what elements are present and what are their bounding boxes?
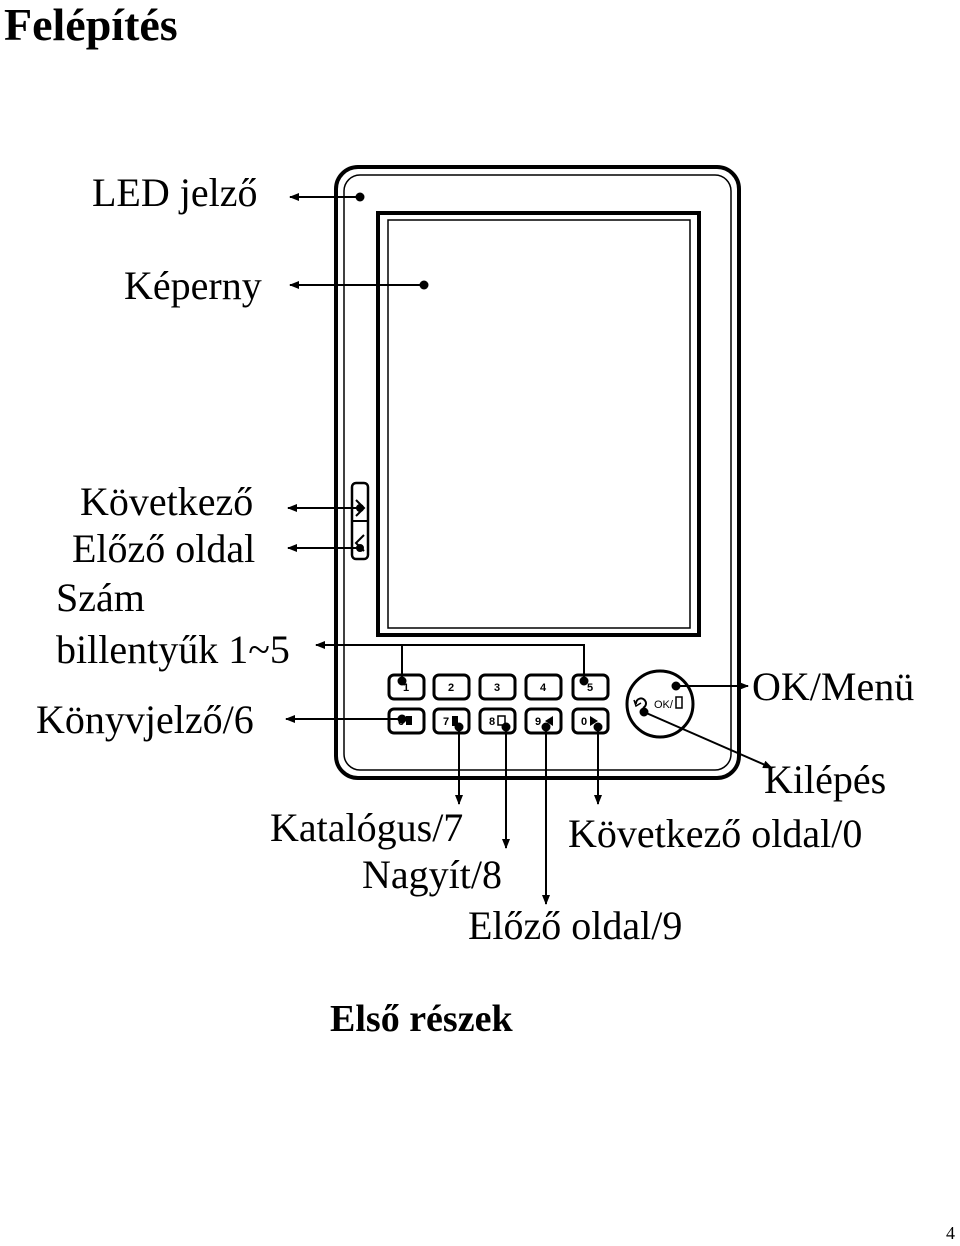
return-arrow-icon — [635, 697, 647, 709]
label-screen: Képerny — [124, 263, 262, 308]
catalog-icon — [452, 716, 458, 726]
key-9[interactable] — [524, 707, 563, 735]
page-number: 4 — [946, 1223, 955, 1243]
menu-icon — [675, 696, 683, 709]
ok-text: OK/ — [654, 699, 674, 711]
next-triangle-icon — [590, 716, 598, 726]
key-7[interactable] — [432, 707, 471, 735]
key-9-label: 9 — [535, 716, 541, 728]
label-led: LED jelző — [92, 170, 258, 215]
label-next: Következő — [80, 479, 254, 524]
keypad-bottom-row: 6 7 8 9 0 — [387, 707, 610, 735]
key-4[interactable] — [524, 673, 563, 701]
device-inner-frame — [343, 174, 732, 771]
label-prev-page: Előző oldal/9 — [468, 903, 683, 948]
bookmark-icon — [406, 716, 412, 725]
label-zoom: Nagyít/8 — [362, 852, 502, 897]
label-ok-menu: OK/Menü — [752, 664, 915, 709]
key-3-label: 3 — [494, 682, 500, 694]
callout-lines — [285, 193, 773, 905]
label-next-page: Következő oldal/0 — [568, 811, 863, 856]
key-4-label: 4 — [540, 682, 547, 694]
key-1-label: 1 — [403, 682, 409, 694]
zoom-icon — [497, 715, 506, 726]
label-bookmark: Könyvjelző/6 — [36, 697, 254, 742]
label-catalog: Katalógus/7 — [270, 805, 464, 850]
label-prev: Előző oldal — [72, 526, 256, 571]
label-exit: Kilépés — [764, 757, 887, 802]
prev-triangle-icon — [545, 716, 553, 726]
key-8-label: 8 — [489, 716, 495, 728]
figure-caption: Első részek — [330, 998, 513, 1040]
key-3[interactable] — [478, 673, 517, 701]
label-num-keys-1: Szám — [56, 575, 145, 620]
key-2-label: 2 — [448, 682, 454, 694]
key-2[interactable] — [432, 673, 471, 701]
label-num-keys-2: billentyűk 1~5 — [56, 627, 290, 672]
key-0-label: 0 — [581, 716, 587, 728]
screen — [376, 211, 701, 637]
keypad-top-row: 1 2 3 4 5 — [387, 673, 610, 701]
page-title: Felépítés — [4, 0, 178, 50]
key-7-label: 7 — [443, 716, 449, 728]
key-5-label: 5 — [587, 682, 593, 694]
screen-inner — [387, 219, 691, 629]
